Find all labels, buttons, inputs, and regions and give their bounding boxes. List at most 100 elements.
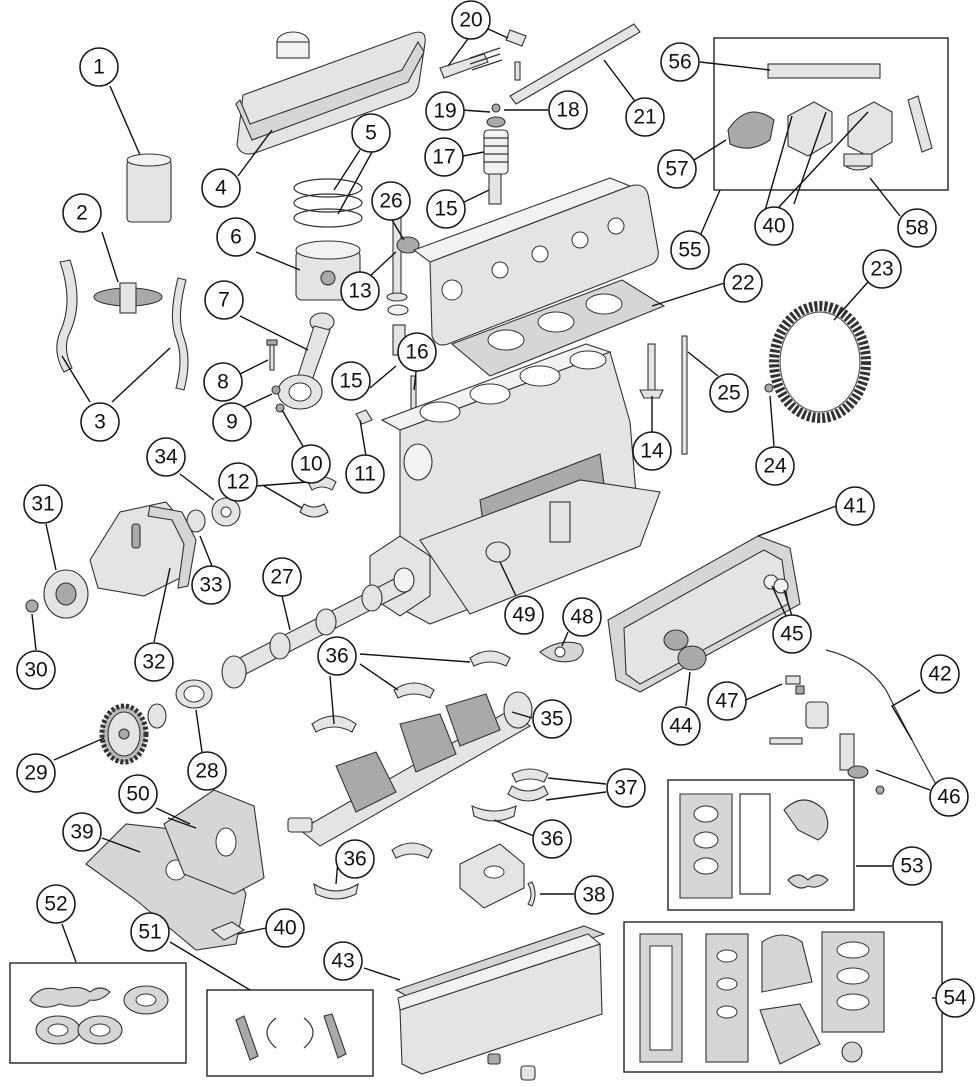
rocker-arm[interactable]	[439, 29, 527, 81]
callout-4-text: 4	[215, 177, 227, 200]
valve-keeper[interactable]	[491, 103, 501, 113]
rod-bolt[interactable]	[266, 339, 278, 371]
callout-15a-text: 15	[434, 198, 457, 221]
oil-filter[interactable]	[126, 153, 172, 223]
valve-seal[interactable]	[387, 304, 409, 316]
callout-39-text: 39	[70, 821, 93, 844]
rod-cap-clip[interactable]	[355, 409, 373, 425]
complete-gasket-set[interactable]	[623, 921, 943, 1073]
callout-8-text: 8	[217, 371, 229, 394]
main-bearings[interactable]	[311, 650, 517, 900]
callout-38-text: 38	[582, 884, 605, 907]
callout-43-text: 43	[331, 950, 354, 973]
expansion-plug[interactable]	[396, 236, 420, 254]
callout-36a: 36	[317, 636, 357, 676]
callout-37: 37	[606, 768, 646, 808]
callout-46: 46	[929, 777, 969, 817]
upper-gasket-set[interactable]	[667, 779, 855, 911]
callout-56-text: 56	[668, 51, 691, 74]
engine-block[interactable]	[369, 343, 661, 625]
rear-seal[interactable]	[527, 881, 536, 907]
callout-12-text: 12	[226, 471, 249, 494]
pulley-nut[interactable]	[25, 599, 39, 613]
dipstick[interactable]	[825, 649, 939, 789]
motor-mount-set[interactable]	[713, 37, 949, 191]
flywheel-ring-gear[interactable]	[769, 301, 871, 423]
callout-58-text: 58	[905, 217, 928, 240]
valve-guide-upper[interactable]	[488, 173, 502, 205]
callout-52: 52	[36, 884, 76, 924]
callout-51-text: 51	[138, 921, 161, 944]
main-seal-set[interactable]	[206, 989, 374, 1077]
callout-36b: 36	[532, 819, 572, 859]
dowel-pin[interactable]	[764, 383, 774, 393]
spring-retainer[interactable]	[486, 116, 506, 128]
callout-54: 54	[935, 978, 975, 1018]
crank-sprocket[interactable]	[211, 497, 241, 527]
callout-50: 50	[118, 774, 158, 814]
callout-42-text: 42	[928, 663, 951, 686]
cam-bearing[interactable]	[175, 679, 213, 709]
callout-44-text: 44	[669, 715, 693, 738]
exhaust-gasket-set[interactable]	[9, 962, 187, 1064]
callout-42: 42	[920, 654, 960, 694]
callout-32: 32	[134, 642, 174, 682]
cam-gear[interactable]	[99, 703, 149, 765]
piston-rings[interactable]	[293, 178, 363, 228]
connecting-rod[interactable]	[277, 312, 335, 410]
callout-9-text: 9	[226, 411, 238, 434]
callout-47: 47	[707, 681, 747, 721]
oil-seal[interactable]	[677, 645, 707, 671]
side-cover[interactable]	[607, 535, 801, 693]
mount-bracket[interactable]	[210, 921, 246, 941]
callout-50-text: 50	[126, 783, 149, 806]
oil-pump-drive[interactable]	[485, 541, 511, 563]
intake-valve[interactable]	[386, 213, 408, 302]
front-plate-gasket[interactable]	[163, 789, 265, 895]
callout-34: 34	[146, 437, 186, 477]
rear-main-cap[interactable]	[459, 843, 525, 909]
thrust-bearings[interactable]	[507, 768, 549, 802]
callout-29: 29	[16, 753, 56, 793]
exhaust-valve[interactable]	[639, 343, 664, 399]
callout-45: 45	[772, 614, 812, 654]
callout-22: 22	[723, 263, 763, 303]
crankshaft[interactable]	[287, 691, 533, 847]
callout-53: 53	[892, 846, 932, 886]
cylinder-head[interactable]	[412, 177, 659, 346]
pushrod[interactable]	[681, 335, 688, 455]
rod-bearings[interactable]	[299, 476, 337, 518]
water-outlet-gasket[interactable]	[539, 641, 584, 663]
callout-8: 8	[203, 362, 243, 402]
oil-slinger[interactable]	[93, 282, 163, 314]
callout-34-text: 34	[154, 446, 178, 469]
oil-pressure-fitting[interactable]	[785, 675, 805, 695]
callout-28: 28	[187, 751, 227, 791]
timing-cover[interactable]	[89, 501, 197, 597]
callout-24: 24	[755, 446, 795, 486]
callout-7-text: 7	[218, 289, 230, 312]
oil-lines[interactable]	[56, 259, 189, 391]
callout-37-text: 37	[614, 777, 637, 800]
callout-5-text: 5	[365, 122, 377, 145]
thrust-plate[interactable]	[147, 703, 167, 729]
oil-pan[interactable]	[394, 925, 606, 1081]
rod-nut[interactable]	[271, 385, 281, 395]
callout-41-text: 41	[843, 495, 866, 518]
crank-pulley[interactable]	[43, 569, 89, 619]
oil-pump[interactable]	[769, 701, 885, 795]
callout-40b-text: 40	[762, 215, 785, 238]
rocker-shaft[interactable]	[509, 23, 641, 105]
callout-52-text: 52	[44, 893, 67, 916]
callout-11: 11	[345, 454, 385, 494]
callout-40a-text: 40	[273, 917, 296, 940]
callout-44: 44	[661, 706, 701, 746]
valve-spring[interactable]	[483, 129, 509, 175]
head-gasket[interactable]	[450, 279, 666, 377]
valve-cover[interactable]	[235, 31, 426, 155]
callout-36c: 36	[335, 839, 375, 879]
camshaft[interactable]	[221, 567, 415, 689]
callout-25-text: 25	[717, 382, 740, 405]
side-cover-plugs[interactable]	[763, 574, 789, 594]
